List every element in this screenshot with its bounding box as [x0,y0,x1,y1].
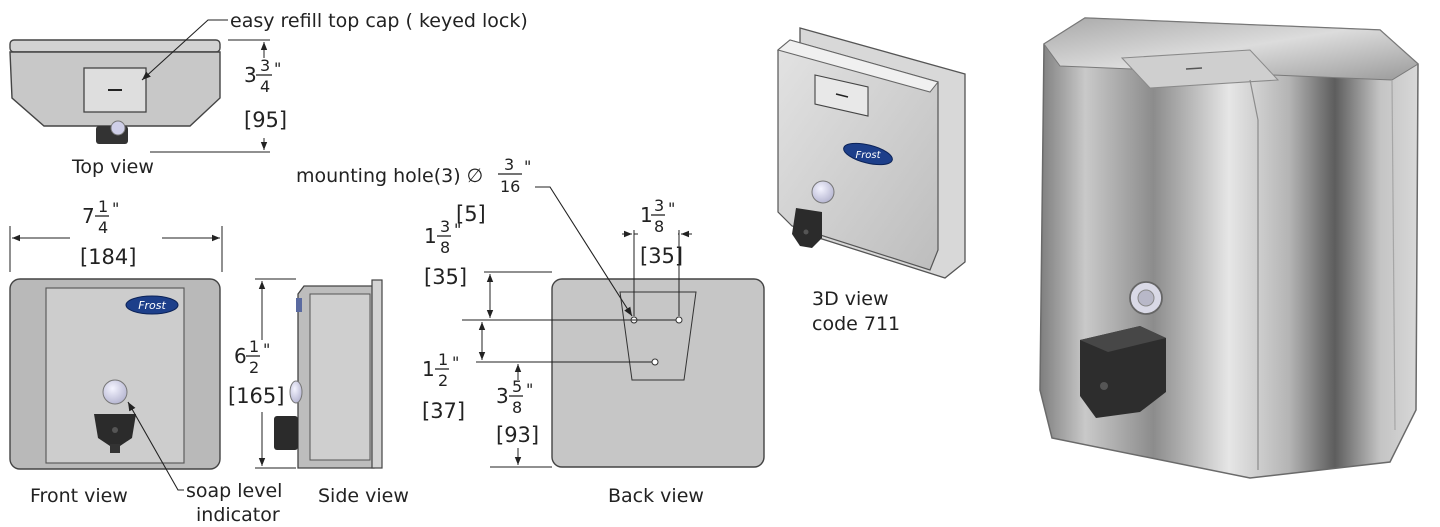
photo-refill-cap [1120,49,1280,89]
soap-indicator [102,379,128,405]
mounting-hole-2 [675,316,683,324]
top-gap-metric: [35] [424,265,467,289]
width-metric: [184] [80,245,136,269]
top-view: 3 3 4 " [95] Top view [9,39,288,178]
top-depth-metric: [95] [244,108,287,132]
top-cap-label: easy refill top cap ( keyed lock) [230,10,528,32]
side-view: 6 1 2 " [165] Side view [226,278,409,507]
iso-label-2: code 711 [812,313,900,335]
mounting-hole-label: mounting hole(3) ∅ [296,165,483,187]
soap-level-label-2: indicator [196,504,280,526]
top-view-label: Top view [71,156,154,178]
top-gap-den: 8 [440,238,450,257]
mounting-hole-callout: mounting hole(3) ∅ 3 16 " [5] [296,155,633,317]
mounting-bracket-outline [619,291,697,381]
top-depth-whole: 3 [244,63,257,87]
iso-label-1: 3D view [812,288,889,310]
front-view-label: Front view [30,485,128,507]
bottom-gap-whole: 3 [496,384,509,408]
hole-dia-den: 16 [500,177,520,196]
mid-gap-metric: [37] [422,399,465,423]
height-whole: 6 [234,344,247,368]
top-cap-callout: easy refill top cap ( keyed lock) [141,10,528,81]
mid-gap-unit: " [452,353,459,372]
mid-gap-whole: 1 [422,357,435,381]
height-num: 1 [249,337,259,356]
height-den: 2 [249,358,259,377]
front-logo: Frost [138,299,166,312]
product-photo [1039,17,1419,479]
side-view-label: Side view [318,485,409,507]
mounting-hole-3 [651,358,659,366]
top-gap-whole: 1 [424,224,437,248]
bottom-gap-den: 8 [512,398,522,417]
mid-gap-num: 1 [438,350,448,369]
hole-gap-den: 8 [654,217,664,236]
top-gap-unit: " [454,220,461,239]
back-view: 1 3 8 " [35] 1 3 8 " [35] 1 1 2 " [37] 3… [418,196,765,507]
soap-level-callout: soap level indicator [127,401,282,526]
hole-gap-whole: 1 [640,203,653,227]
iso-view: Frost 3D view code 711 [776,27,966,335]
height-metric: [165] [228,384,284,408]
back-view-label: Back view [608,485,704,507]
top-depth-unit: " [274,59,281,78]
top-depth-num: 3 [260,56,270,75]
iso-logo: Frost [855,150,881,161]
hole-gap-unit: " [668,199,675,218]
soap-level-label-1: soap level [186,480,282,502]
width-whole: 7 [82,204,95,228]
front-view: 7 1 4 " [184] Frost Front view [9,197,223,507]
iso-push-button [792,208,822,248]
side-push-button [274,416,298,450]
bottom-gap-num: 5 [512,377,522,396]
hole-dia-unit: " [524,157,531,176]
hole-gap-metric: [35] [640,244,683,268]
hole-gap-num: 3 [654,196,664,215]
mid-gap-den: 2 [438,371,448,390]
width-den: 4 [98,218,108,237]
width-num: 1 [98,197,108,216]
top-depth-den: 4 [260,77,270,96]
bottom-gap-unit: " [526,380,533,399]
width-unit: " [112,199,119,218]
top-gap-num: 3 [440,217,450,236]
hole-dia-num: 3 [504,155,514,174]
hole-dia-metric: [5] [456,202,486,226]
height-unit: " [263,340,270,359]
bottom-gap-metric: [93] [496,423,539,447]
